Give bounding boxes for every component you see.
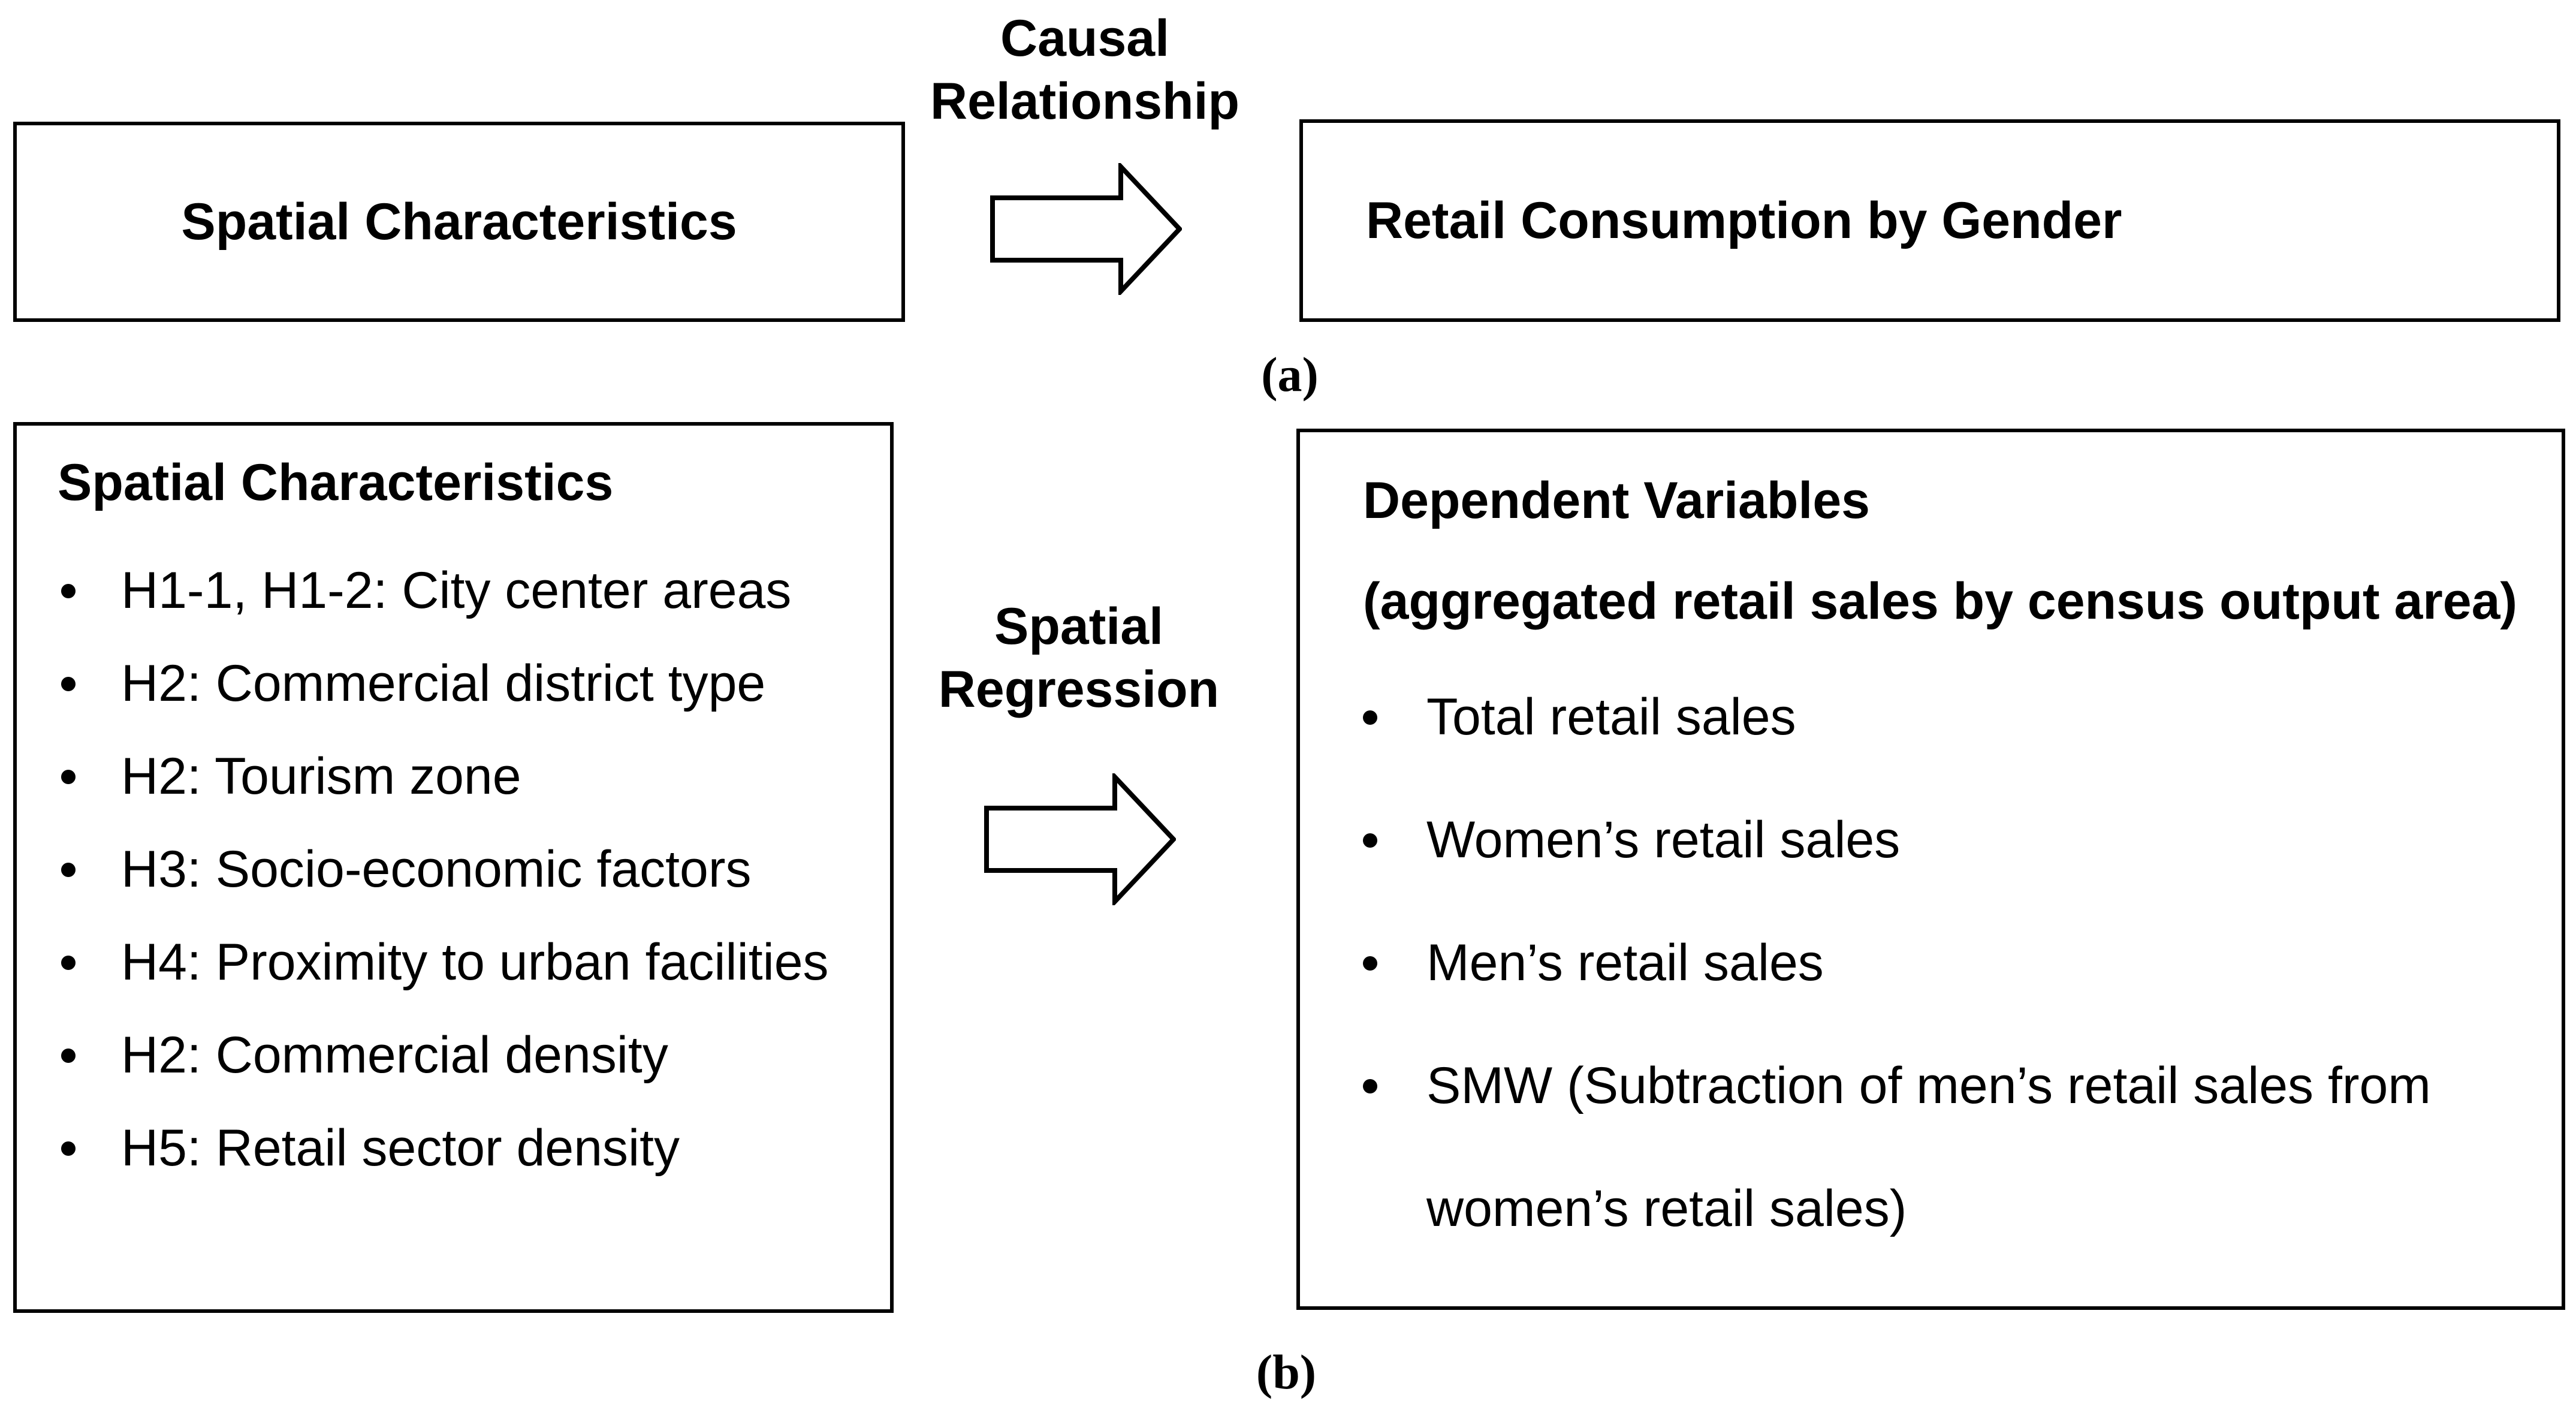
spatial-regression-label: Spatial Regression — [866, 595, 1292, 721]
list-item: H4: Proximity to urban facilities — [58, 916, 884, 1009]
dependent-variables-title: Dependent Variables — [1363, 472, 1870, 529]
list-item-text: H5: Retail sector density — [121, 1119, 680, 1177]
list-item: H2: Commercial district type — [58, 637, 884, 730]
bullet-icon — [1363, 710, 1377, 725]
list-item: Women’s retail sales — [1363, 779, 2538, 902]
list-item-text: H3: Socio-economic factors — [121, 840, 752, 898]
right-block-arrow-icon-a — [990, 163, 1182, 295]
spatial-characteristics-list: H1-1, H1-2: City center areas H2: Commer… — [58, 544, 884, 1195]
spatial-characteristics-title-b: Spatial Characteristics — [58, 454, 614, 511]
causal-relationship-label: Causal Relationship — [869, 7, 1301, 133]
panel-a-caption: (a) — [1261, 347, 1319, 402]
bullet-icon — [61, 1049, 76, 1063]
spatial-regression-label-line1: Spatial — [994, 598, 1163, 655]
list-item-text: Total retail sales — [1426, 688, 1796, 746]
bullet-icon — [1363, 956, 1377, 971]
list-item-text: H1-1, H1-2: City center areas — [121, 562, 792, 619]
list-item: SMW (Subtraction of men’s retail sales f… — [1363, 1025, 2538, 1270]
retail-consumption-box: Retail Consumption by Gender — [1299, 119, 2560, 322]
list-item: H3: Socio-economic factors — [58, 823, 884, 916]
causal-relationship-label-line1: Causal — [1000, 10, 1170, 67]
dependent-variables-box: Dependent Variables (aggregated retail s… — [1296, 429, 2565, 1310]
list-item-text: Men’s retail sales — [1426, 934, 1824, 992]
bullet-icon — [61, 1141, 76, 1156]
right-block-arrow-icon-b — [984, 773, 1176, 905]
panel-b-caption: (b) — [1256, 1345, 1317, 1399]
spatial-characteristics-box-b: Spatial Characteristics H1-1, H1-2: City… — [13, 422, 894, 1313]
list-item-text: SMW (Subtraction of men’s retail sales f… — [1426, 1057, 2431, 1237]
list-item: H1-1, H1-2: City center areas — [58, 544, 884, 637]
list-item: Men’s retail sales — [1363, 902, 2538, 1025]
retail-consumption-title: Retail Consumption by Gender — [1366, 191, 2122, 249]
list-item-text: H2: Commercial density — [121, 1026, 668, 1084]
list-item: Total retail sales — [1363, 656, 2538, 779]
bullet-icon — [61, 584, 76, 598]
spatial-characteristics-box-a: Spatial Characteristics — [13, 122, 905, 322]
list-item-text: H4: Proximity to urban facilities — [121, 933, 829, 991]
spatial-regression-label-line2: Regression — [938, 661, 1220, 718]
list-item-text: H2: Tourism zone — [121, 748, 521, 805]
list-item-text: H2: Commercial district type — [121, 655, 766, 712]
bullet-icon — [61, 770, 76, 784]
spatial-characteristics-title-a: Spatial Characteristics — [181, 192, 737, 251]
list-item-text: Women’s retail sales — [1426, 811, 1901, 869]
bullet-icon — [1363, 1079, 1377, 1093]
dependent-variables-list: Total retail sales Women’s retail sales … — [1363, 656, 2538, 1270]
bullet-icon — [61, 956, 76, 970]
bullet-icon — [61, 863, 76, 877]
list-item: H2: Tourism zone — [58, 730, 884, 823]
bullet-icon — [61, 677, 76, 691]
bullet-icon — [1363, 833, 1377, 848]
list-item: H5: Retail sector density — [58, 1102, 884, 1195]
causal-relationship-label-line2: Relationship — [930, 73, 1240, 130]
dependent-variables-subtitle: (aggregated retail sales by census outpu… — [1363, 573, 2518, 630]
list-item: H2: Commercial density — [58, 1009, 884, 1102]
